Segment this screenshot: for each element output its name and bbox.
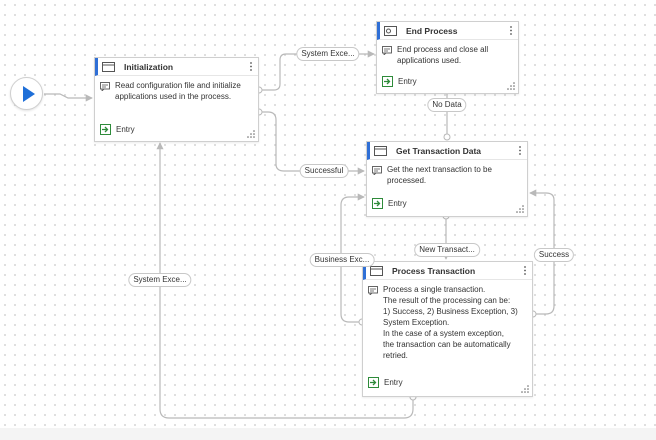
entry-label[interactable]: Entry — [116, 125, 135, 134]
entry-arrow-icon — [100, 124, 111, 135]
resize-handle-icon[interactable] — [507, 82, 515, 90]
edge-label-process-system[interactable]: System Exce... — [128, 273, 192, 287]
entry-arrow-icon — [382, 76, 393, 87]
entry-arrow-icon — [372, 198, 383, 209]
node-header: Get Transaction Data — [367, 142, 527, 160]
canvas-bottom-bar — [0, 428, 656, 440]
node-header: Process Transaction — [363, 262, 532, 280]
edge-label-get-to-end[interactable]: No Data — [427, 98, 467, 112]
edge-process-system — [156, 142, 414, 419]
edge-start-to-init — [44, 93, 93, 102]
edge-init-to-get — [259, 111, 365, 175]
node-header: Initialization — [95, 58, 258, 76]
state-get-transaction-data[interactable]: Get Transaction Data Get the next transa… — [366, 141, 528, 217]
more-vertical-icon[interactable] — [521, 263, 529, 278]
entry-label[interactable]: Entry — [384, 378, 403, 387]
port — [443, 133, 451, 141]
state-process-transaction[interactable]: Process Transaction Process a single tra… — [362, 261, 533, 397]
entry-label[interactable]: Entry — [398, 77, 417, 86]
more-vertical-icon[interactable] — [516, 143, 524, 158]
final-state-icon — [384, 26, 397, 36]
node-title: Get Transaction Data — [396, 146, 482, 156]
node-title: Initialization — [124, 62, 174, 72]
node-title: Process Transaction — [392, 266, 476, 276]
entry-label[interactable]: Entry — [388, 199, 407, 208]
node-description: Read configuration file and initialize a… — [115, 81, 241, 101]
state-end-process[interactable]: End Process End process and close all ap… — [376, 21, 519, 94]
state-icon — [370, 266, 383, 276]
resize-handle-icon[interactable] — [521, 385, 529, 393]
comment-icon — [100, 82, 110, 91]
resize-handle-icon[interactable] — [516, 205, 524, 213]
node-description: Process a single transaction. The result… — [383, 285, 518, 360]
edge-label-process-success[interactable]: Success — [533, 248, 575, 262]
edge-init-to-end — [262, 50, 375, 91]
more-vertical-icon[interactable] — [507, 23, 515, 38]
edge-label-process-business[interactable]: Business Exc... — [309, 253, 375, 267]
comment-icon — [372, 166, 382, 175]
play-icon — [23, 86, 35, 102]
state-icon — [102, 62, 115, 72]
start-node[interactable] — [10, 77, 43, 110]
node-header: End Process — [377, 22, 518, 40]
state-icon — [374, 146, 387, 156]
edge-label-init-to-end[interactable]: System Exce... — [296, 47, 360, 61]
node-description: End process and close all applications u… — [397, 45, 489, 65]
comment-icon — [368, 286, 378, 295]
edge-label-get-to-process[interactable]: New Transact... — [414, 243, 480, 257]
more-vertical-icon[interactable] — [247, 59, 255, 74]
state-initialization[interactable]: Initialization Read configuration file a… — [94, 57, 259, 142]
edge-label-init-to-get[interactable]: Successful — [299, 164, 349, 178]
node-title: End Process — [406, 26, 458, 36]
entry-arrow-icon — [368, 377, 379, 388]
resize-handle-icon[interactable] — [247, 130, 255, 138]
comment-icon — [382, 46, 392, 55]
node-description: Get the next transaction to be processed… — [387, 165, 492, 185]
